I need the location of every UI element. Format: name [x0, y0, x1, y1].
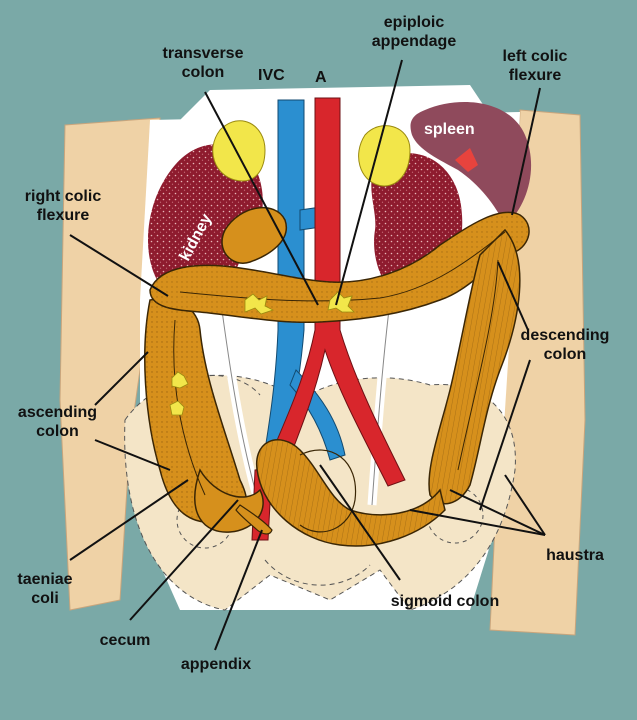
label-haustra: haustra: [546, 547, 604, 564]
label-descending-colon: descending colon: [500, 326, 630, 364]
label-right-colic-flexure-line-1: right colic: [24, 188, 102, 205]
label-taeniae-coli: taeniae coli: [5, 570, 85, 608]
label-transverse-colon-line-1: transverse: [162, 45, 244, 62]
label-left-colic-flexure: left colic flexure: [480, 47, 590, 85]
label-taeniae-coli-line-2: coli: [31, 590, 59, 607]
spleen-label: spleen: [424, 121, 475, 138]
label-appendix: appendix: [180, 656, 252, 673]
label-descending-colon-line-2: colon: [543, 346, 587, 363]
label-right-colic-flexure-line-2: flexure: [36, 207, 90, 224]
label-epiploic-appendage-line-1: epiploic: [383, 14, 445, 31]
label-left-colic-flexure-line-1: left colic: [502, 48, 568, 65]
label-taeniae-coli-line-1: taeniae: [17, 571, 73, 588]
label-ascending-colon-line-2: colon: [36, 423, 79, 440]
label-descending-colon-line-1: descending: [520, 327, 610, 344]
label-epiploic-appendage: epiploic appendage: [354, 13, 474, 51]
epiploic-appendages: [169, 291, 355, 416]
label-cecum: cecum: [99, 632, 151, 649]
label-aorta: A: [315, 69, 327, 86]
label-sigmoid-colon: sigmoid colon: [390, 593, 500, 610]
label-ivc: IVC: [258, 67, 285, 84]
colon: [144, 206, 530, 547]
label-transverse-colon-line-2: colon: [181, 64, 225, 81]
label-transverse-colon: transverse colon: [143, 44, 263, 82]
spleen: [410, 102, 532, 225]
leader-lines: [69, 59, 546, 651]
label-ascending-colon-line-1: ascending: [17, 404, 98, 421]
label-epiploic-appendage-line-2: appendage: [371, 33, 457, 50]
label-right-colic-flexure: right colic flexure: [8, 187, 118, 225]
label-left-colic-flexure-line-2: flexure: [508, 67, 562, 84]
label-ascending-colon: ascending colon: [0, 403, 115, 441]
